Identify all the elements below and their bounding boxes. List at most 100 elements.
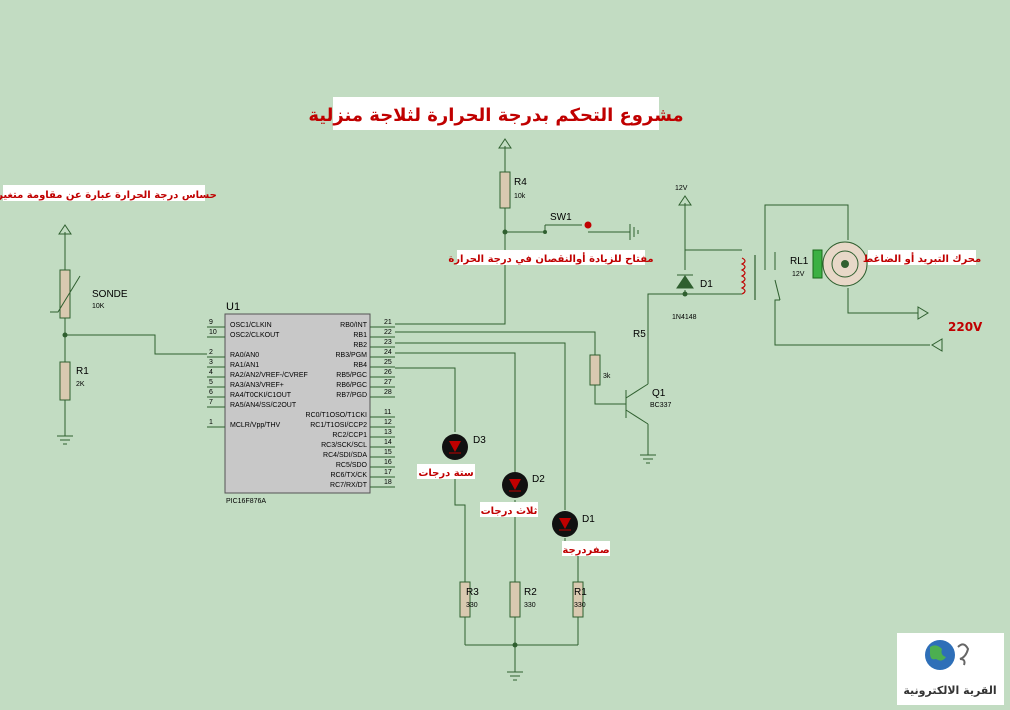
pin-name: RC2/CCP1 — [332, 432, 367, 439]
chip-pin-right: 15 RC4/SDI/SDA — [323, 449, 395, 459]
motor-label: محرك التبريد أو الضاغط — [863, 252, 981, 265]
mains-terminal-top — [917, 306, 929, 320]
r5-value: 3k — [603, 373, 611, 380]
r2b-value: 330 — [524, 602, 536, 609]
title-box: مشروع التحكم بدرجة الحرارة لثلاجة منزلية — [308, 97, 684, 130]
pin-number: 10 — [209, 329, 217, 336]
pin-number: 23 — [384, 339, 392, 346]
r1-sensor-value: 2K — [76, 381, 85, 388]
pin-number: 4 — [209, 369, 213, 376]
mains-terminal-bottom — [931, 338, 943, 352]
sensor-label-box: حساس درجة الحرارة عبارة عن مقاومة متغيرة — [0, 185, 217, 201]
switch-label-box: مفتاح للزيادة أوالنقصان في درجة الحرارة — [448, 250, 654, 265]
vcc-arrow-r4 — [498, 138, 512, 149]
led-d3 — [442, 434, 468, 460]
chip-pin-right: 14 RC3/SCK/SCL — [321, 439, 395, 449]
pin-name: RA4/T0CKI/C1OUT — [230, 392, 292, 399]
rl1-name: RL1 — [790, 256, 809, 267]
led1-label-box: صفردرجة — [562, 541, 610, 556]
resistor-r1-led — [572, 581, 584, 618]
pin-name: RC5/SDO — [336, 462, 368, 469]
junctions — [62, 229, 688, 648]
pin-name: RC4/SDI/SDA — [323, 452, 367, 459]
d1-part: 1N4148 — [672, 314, 697, 321]
d1-name: D1 — [700, 279, 713, 290]
sonde-value: 10K — [92, 303, 105, 310]
pin-name: RB5/PGC — [336, 372, 367, 379]
chip-pins-right: 21RB0/INT22RB123RB224RB3/PGM25RB426RB5/P… — [306, 319, 395, 489]
led-d1 — [552, 511, 578, 537]
pin-name: RB7/PGD — [336, 392, 367, 399]
r1b-name: R1 — [574, 587, 587, 598]
r1-sensor-name: R1 — [76, 366, 89, 377]
r3b-name: R3 — [466, 587, 479, 598]
pin-number: 26 — [384, 369, 392, 376]
pin-number: 17 — [384, 469, 392, 476]
pin-name: RC6/TX/CK — [330, 472, 367, 479]
pin-name: RC3/SCK/SCL — [321, 442, 367, 449]
resistors — [59, 171, 601, 618]
pin-number: 18 — [384, 479, 392, 486]
chip-pin-right: 26 RB5/PGC — [336, 369, 395, 379]
leds — [442, 434, 578, 537]
pin-name: RB3/PGM — [335, 352, 367, 359]
pin-number: 24 — [384, 349, 392, 356]
switch-label: مفتاح للزيادة أوالنقصان في درجة الحرارة — [448, 252, 653, 265]
resistor-r1-sensor — [59, 361, 71, 401]
pin-number: 15 — [384, 449, 392, 456]
pin-number: 5 — [209, 379, 213, 386]
logo-text: القرية الالكترونية — [903, 684, 996, 697]
vcc-arrow-sensor — [58, 224, 72, 235]
sw1-name: SW1 — [550, 212, 572, 223]
pin-number: 25 — [384, 359, 392, 366]
led-d2-name: D2 — [532, 474, 545, 485]
wires — [64, 146, 930, 672]
power-terminals — [58, 138, 943, 352]
pin-number: 16 — [384, 459, 392, 466]
r4-name: R4 — [514, 177, 527, 188]
chip-pin-right: 17 RC6/TX/CK — [330, 469, 395, 479]
r2b-name: R2 — [524, 587, 537, 598]
r1b-value: 330 — [574, 602, 586, 609]
pin-number: 3 — [209, 359, 213, 366]
relay-supply-label: 12V — [675, 185, 688, 192]
globe-icon: القرية الالكترونية — [903, 640, 997, 697]
pin-number: 11 — [384, 409, 391, 416]
r3b-value: 330 — [466, 602, 478, 609]
ground-sensor — [57, 435, 73, 445]
relay-coil — [740, 255, 756, 300]
pin-number: 7 — [209, 399, 213, 406]
vcc-arrow-relay — [678, 195, 692, 206]
pin-name: RB2 — [353, 342, 367, 349]
r4-value: 10k — [514, 193, 526, 200]
ground-leds — [507, 671, 523, 681]
resistor-r4 — [499, 171, 511, 209]
resistor-r3 — [459, 581, 471, 618]
pin-name: RC1/T1OSI/CCP2 — [310, 422, 367, 429]
pin-number: 27 — [384, 379, 392, 386]
pin-number: 2 — [209, 349, 213, 356]
pin-number: 9 — [209, 319, 213, 326]
chip-pin-right: 23 RB2 — [353, 339, 395, 349]
resistor-r5 — [589, 354, 601, 386]
pin-number: 14 — [384, 439, 392, 446]
ground-switch — [629, 224, 639, 240]
led3-label-box: ستة درجات — [417, 464, 475, 479]
switch-sw1 — [543, 221, 592, 234]
